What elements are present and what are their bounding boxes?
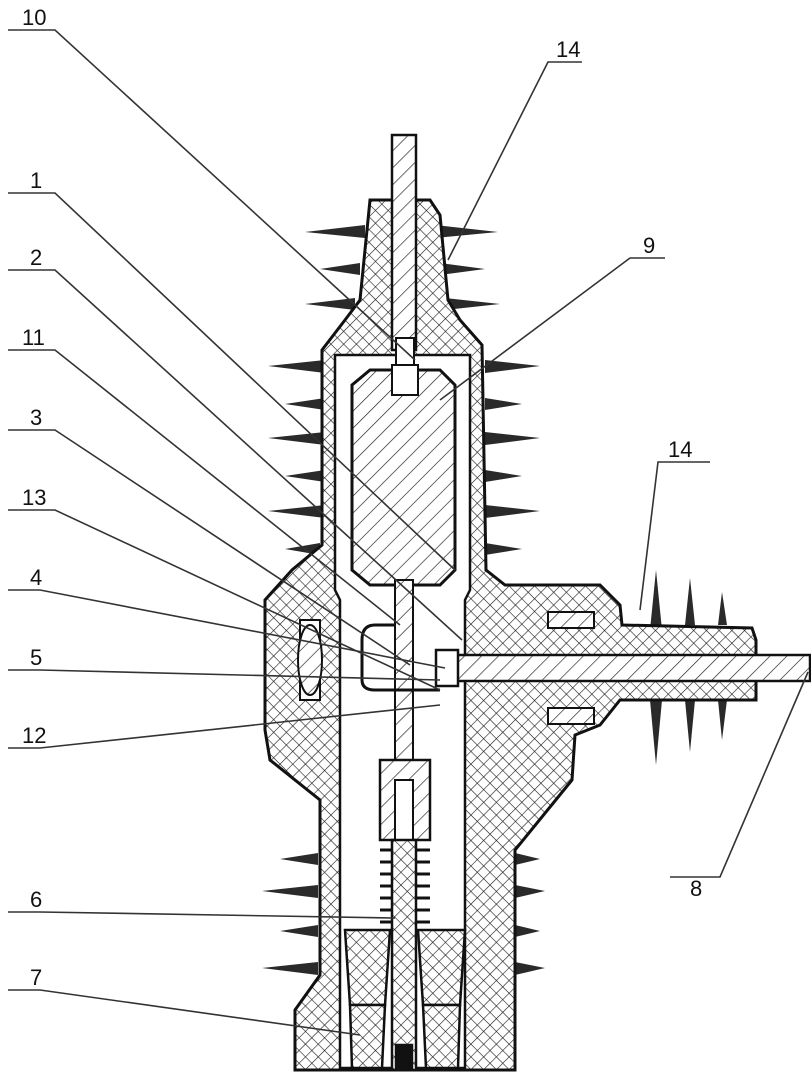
side-conductor — [438, 653, 811, 683]
callout-5: 5 — [30, 645, 42, 670]
pull-rod — [390, 838, 418, 1072]
callout-14-side: 14 — [668, 437, 692, 462]
callout-9: 9 — [643, 233, 655, 258]
side-insert-top — [547, 611, 595, 629]
callout-6: 6 — [30, 887, 42, 912]
conductor-clamp — [434, 648, 460, 688]
side-insert-bottom — [547, 707, 595, 725]
callout-3: 3 — [30, 405, 42, 430]
epoxy-housing — [263, 198, 758, 1072]
side-insert — [297, 624, 323, 696]
callout-7: 7 — [30, 965, 42, 990]
leader-lines — [8, 29, 809, 1036]
bottom-mechanism — [343, 928, 467, 1072]
vacuum-interrupter — [350, 368, 457, 587]
callout-11: 11 — [22, 325, 45, 350]
rod-connector — [395, 337, 415, 369]
callout-13: 13 — [22, 485, 46, 510]
callout-12: 12 — [22, 723, 46, 748]
guide-core — [394, 779, 414, 841]
callout-1: 1 — [30, 168, 42, 193]
callout-14-top: 14 — [556, 37, 580, 62]
callout-labels: 10 14 1 2 9 11 3 14 13 4 5 12 8 6 7 — [22, 5, 702, 990]
side-sheds — [650, 570, 727, 765]
callout-4: 4 — [30, 565, 42, 590]
flexible-connector — [360, 623, 440, 692]
callout-8: 8 — [690, 876, 702, 901]
upper-sheds — [268, 225, 540, 555]
top-terminal-rod — [390, 133, 418, 352]
callout-2: 2 — [30, 245, 42, 270]
interrupter-cap — [391, 364, 419, 396]
callout-10: 10 — [22, 5, 46, 30]
lower-sheds — [262, 853, 545, 975]
